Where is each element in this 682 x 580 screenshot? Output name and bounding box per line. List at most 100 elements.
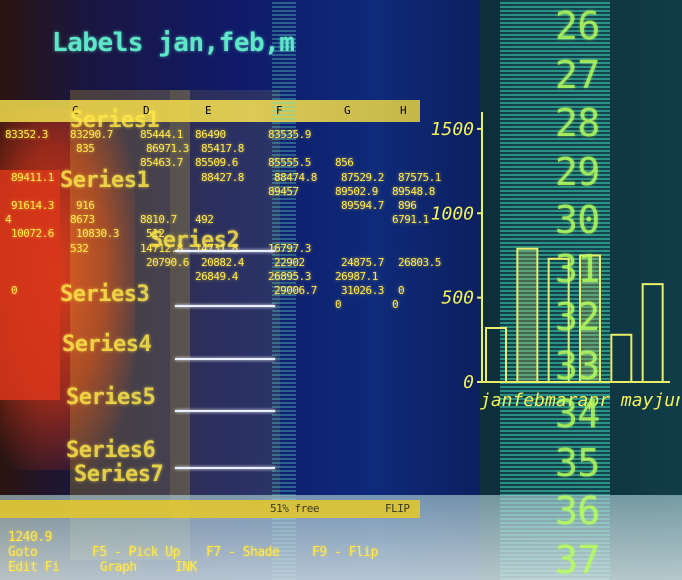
cell-value: 0: [335, 298, 342, 312]
cell-value: 856: [335, 156, 354, 170]
cell-value: 0: [392, 298, 399, 312]
cell-value: 86490: [195, 128, 226, 141]
orange-block: [0, 170, 60, 400]
cell-value: 26987.1: [335, 270, 378, 283]
series-label: Series4: [62, 332, 152, 357]
column-letter: C: [72, 104, 79, 117]
column-letter: F: [276, 104, 283, 117]
cell-value: 89594.7: [341, 199, 384, 212]
cell-value: 88427.8: [201, 170, 244, 184]
cell-value: 83290.7: [70, 128, 113, 141]
y-tick-label: 1000: [431, 203, 474, 224]
bar-jan: [485, 327, 507, 383]
row-number: 33: [555, 343, 600, 388]
column-letter: D: [143, 104, 150, 117]
f9-key: F9 - Flip: [312, 545, 378, 560]
cell-value: 89548.8: [392, 184, 435, 198]
series-line: [175, 250, 275, 252]
bar-chart: 0 500 1000 1500 janfebmarapr mayjun: [431, 112, 680, 411]
series-line: [175, 358, 275, 360]
cell-value: 85509.6: [195, 156, 238, 170]
cyan-vertical-band: [272, 0, 296, 580]
labels-command: Labels jan,feb,m: [52, 28, 295, 58]
cell-value: 22902: [274, 255, 305, 269]
row-number: 28: [555, 101, 600, 145]
cell-value: 86971.3: [146, 142, 189, 156]
series-label: Series2: [150, 228, 240, 253]
cell-value: 88474.8: [274, 170, 317, 184]
cell-value: 835: [76, 142, 95, 156]
series-label: Series7: [74, 462, 164, 487]
x-category-labels: janfebmarapr mayjun: [480, 390, 680, 411]
yellow-header-band: [0, 100, 420, 122]
cell-value: 89502.9: [335, 184, 378, 198]
link-key: INK: [175, 560, 197, 575]
series-line: [175, 410, 275, 412]
y-tick-label: 0: [463, 372, 474, 393]
cell-value: 85417.8: [201, 142, 244, 156]
cell-value: 20790.6: [146, 255, 189, 269]
series-line: [175, 305, 275, 307]
cell-value: 85444.1: [140, 128, 183, 141]
cell-value: 8673: [70, 213, 95, 227]
series-label: Series1: [70, 108, 160, 133]
row-number: 31: [555, 246, 600, 291]
graph-key: Graph: [100, 560, 137, 575]
cell-value: 10830.3: [76, 227, 119, 241]
cell-value: 896: [398, 199, 417, 212]
cell-value: 89457: [268, 184, 299, 198]
cell-value: 85555.5: [268, 156, 311, 170]
cell-value: 532: [70, 241, 89, 255]
cell-value: 4: [5, 213, 12, 227]
series-label: Series6: [66, 438, 156, 463]
column-letter: E: [205, 104, 212, 117]
cell-value: 26895.3: [268, 270, 311, 283]
cell-value: 87529.2: [341, 170, 384, 184]
f7-key: F7 - Shade: [206, 545, 280, 560]
series-label: Series5: [66, 385, 156, 410]
cell-value: 6791.1: [392, 213, 429, 227]
cell-value: 20882.4: [201, 255, 244, 269]
row-number: 29: [555, 149, 600, 194]
series-label: Series1: [60, 168, 150, 193]
cell-value: 10072.6: [11, 227, 54, 241]
cell-value: 91614.3: [11, 199, 54, 212]
cell-value: 85463.7: [140, 156, 183, 170]
status-bar: [0, 500, 420, 518]
cell-value: 29006.7: [274, 284, 317, 298]
column-letter: G: [344, 104, 351, 117]
cell-value: 26849.4: [195, 270, 238, 283]
row-number: 37: [555, 537, 600, 580]
f5-key: F5 - Pick Up: [92, 545, 180, 560]
bar-jun: [641, 283, 664, 383]
cell-value: 512: [146, 227, 165, 241]
cell-value: 16797.3: [268, 241, 311, 255]
row-number: 34: [555, 392, 600, 436]
y-tick-label: 500: [441, 288, 474, 309]
cell-value: 24875.7: [341, 255, 384, 269]
row-number: 26: [555, 4, 600, 48]
row-number: 36: [555, 489, 600, 533]
series-label: Series3: [60, 282, 150, 307]
bar-mar: [547, 257, 570, 383]
cell-value: 0: [398, 284, 405, 298]
cell-value: 83535.9: [268, 128, 311, 141]
cell-value: 1240.9: [8, 530, 52, 545]
cell-value: 916: [76, 199, 95, 212]
row-number: 27: [555, 52, 600, 97]
series-line: [175, 467, 275, 469]
cell-value: 31026.3: [341, 284, 384, 298]
row-number: 30: [555, 198, 600, 242]
row-number: 35: [555, 440, 600, 485]
y-tick-label: 1500: [431, 119, 474, 140]
cell-value: 8810.7: [140, 213, 177, 227]
free-status: 51% free: [270, 502, 319, 515]
row-number: 32: [555, 295, 600, 339]
bar-feb: [516, 247, 539, 383]
cell-value: 83352.3: [5, 128, 48, 141]
cell-value: 14712.8: [140, 241, 183, 255]
cell-value: 492: [195, 213, 214, 227]
cell-value: 87575.1: [398, 170, 441, 184]
bar-apr: [579, 254, 601, 383]
